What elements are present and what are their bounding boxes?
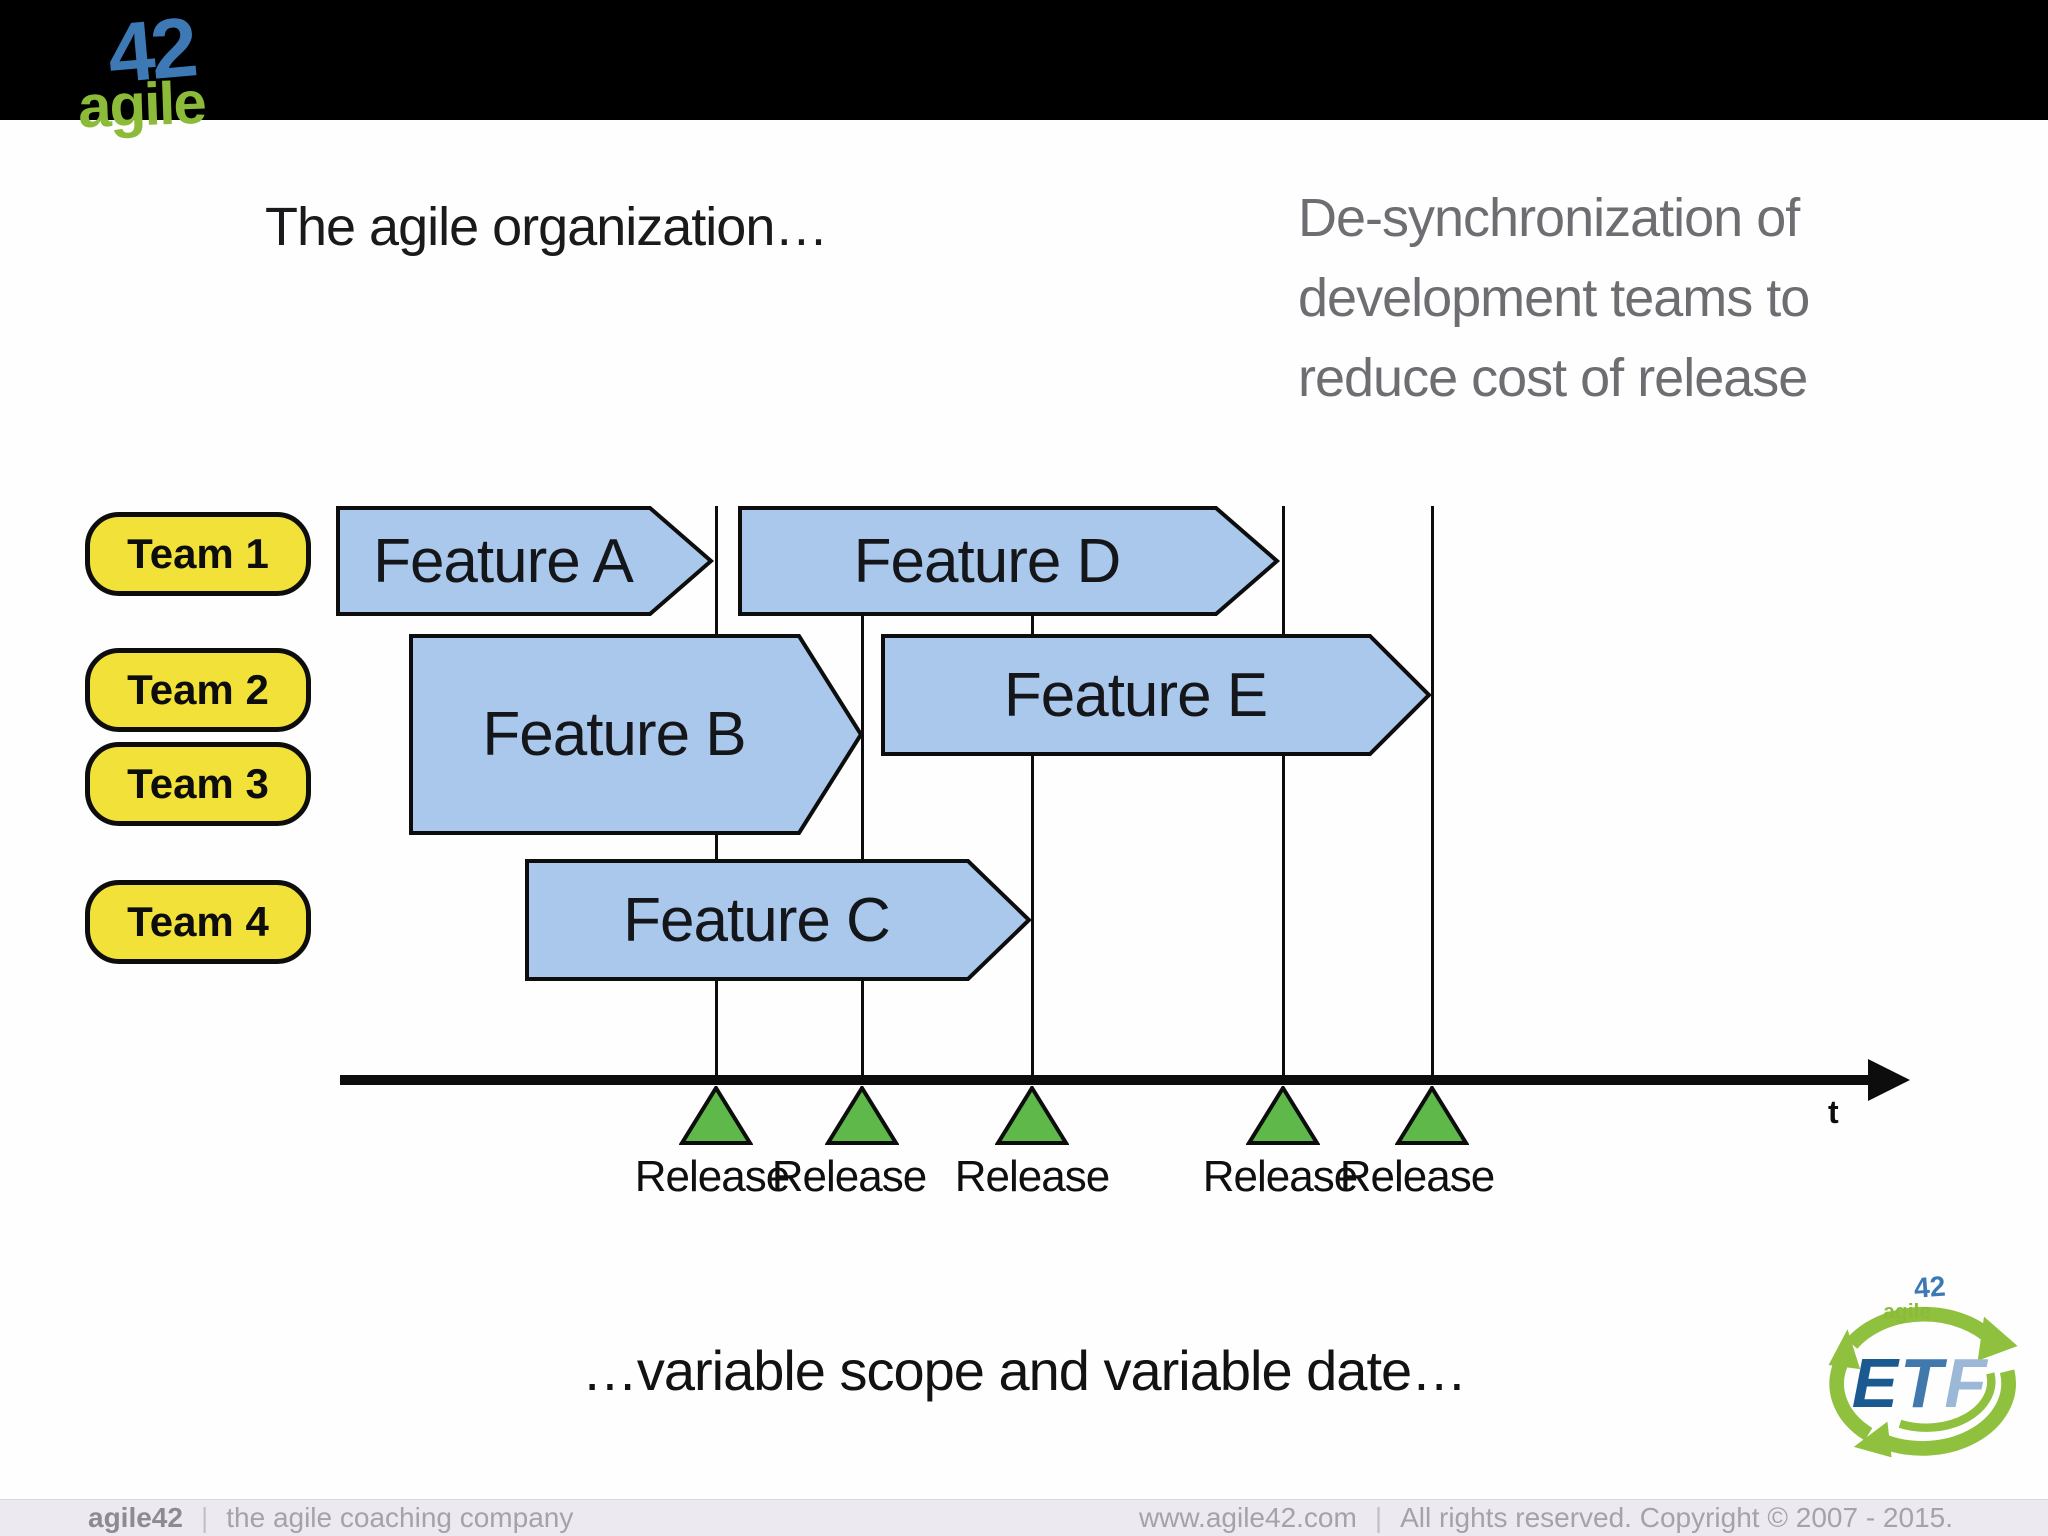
- agile42-logo: 42 agile: [76, 0, 240, 146]
- release-label-4: Release: [1202, 1152, 1358, 1201]
- footer-brand: agile42: [88, 1502, 183, 1533]
- feature-arrow-d: Feature D: [738, 505, 1281, 617]
- feature-arrow-shape: [738, 506, 1281, 616]
- footer-left: agile42 | the agile coaching company: [88, 1502, 573, 1534]
- release-triangle-icon: [995, 1086, 1069, 1145]
- release-triangle-icon: [1246, 1086, 1320, 1145]
- footer-right: www.agile42.com | All rights reserved. C…: [1139, 1502, 1953, 1534]
- feature-arrow-shape: [881, 634, 1432, 756]
- etf-logo: 42 agile ETF: [1828, 1271, 2018, 1458]
- etf-arrowhead-right-icon: [1977, 1316, 2018, 1361]
- release-triangle-icon: [679, 1086, 753, 1145]
- subtitle-heading: De-synchronization of development teams …: [1298, 178, 1998, 418]
- feature-arrow-shape: [409, 634, 864, 835]
- timeline-axis: [340, 1075, 1877, 1085]
- etf-arrowhead-left-icon: [1828, 1329, 1861, 1370]
- feature-arrow-shape: [525, 859, 1032, 981]
- team-pill-1: Team 1: [85, 512, 311, 596]
- feature-arrow-a: Feature A: [336, 505, 715, 617]
- feature-label: Feature E: [1003, 660, 1268, 730]
- release-label-5: Release: [1339, 1152, 1495, 1201]
- team-pill-3: Team 3: [85, 742, 311, 826]
- feature-arrow-shape: [336, 506, 715, 616]
- release-label-3: Release: [954, 1152, 1110, 1201]
- subtitle-line: reduce cost of release: [1298, 348, 1808, 408]
- bottom-caption: …variable scope and variable date…: [581, 1339, 1467, 1402]
- footer-separator-2: |: [1374, 1502, 1383, 1533]
- release-label-2: Release: [771, 1152, 927, 1201]
- release-triangle-icon: [1395, 1086, 1469, 1145]
- release-line-5: [1431, 506, 1434, 1082]
- feature-arrow-c: Feature C: [525, 858, 1032, 982]
- release-line-4: [1282, 506, 1285, 1082]
- footer-website: www.agile42.com: [1138, 1502, 1357, 1533]
- top-black-bar: [0, 0, 2048, 120]
- subtitle-line: De-synchronization of: [1298, 188, 1800, 248]
- etf-arrow-top: [1846, 1306, 1998, 1349]
- team-label: Team 3: [127, 760, 269, 807]
- agile42-logo-agile: agile: [76, 68, 206, 141]
- etf-arrowhead-bottom-icon: [1853, 1421, 1892, 1458]
- etf-arrow-left: [1829, 1355, 1873, 1441]
- release-line-2: [861, 506, 864, 1082]
- feature-arrow-b: Feature B: [409, 633, 864, 836]
- timeline-arrowhead-icon: [1868, 1059, 1910, 1101]
- etf-mini-42: 42: [1913, 1271, 1947, 1305]
- etf-arrow-bottom-outer: [1876, 1369, 2016, 1456]
- team-label: Team 1: [127, 530, 269, 577]
- footer-tagline: the agile coaching company: [226, 1502, 574, 1533]
- etf-arrow-bottom-inner: [1898, 1372, 1996, 1432]
- feature-label: Feature A: [373, 526, 634, 596]
- team-label: Team 2: [127, 666, 269, 713]
- release-triangle-icon: [825, 1086, 899, 1145]
- team-pill-4: Team 4: [85, 880, 311, 964]
- etf-text: ETF: [1852, 1344, 1989, 1422]
- team-label: Team 4: [127, 898, 269, 945]
- footer-separator: |: [200, 1502, 209, 1533]
- feature-label: Feature D: [853, 526, 1122, 596]
- feature-arrow-e: Feature E: [881, 633, 1432, 757]
- page-title: The agile organization…: [265, 197, 828, 257]
- team-pill-2: Team 2: [85, 648, 311, 732]
- subtitle-line: development teams to: [1298, 268, 1810, 328]
- release-line-3: [1031, 506, 1034, 1082]
- feature-label: Feature B: [482, 700, 746, 769]
- etf-mini-agile: agile: [1883, 1301, 1931, 1324]
- timeline-axis-label: t: [1828, 1094, 1839, 1130]
- release-label-1: Release: [634, 1152, 790, 1201]
- footer-copyright: All rights reserved. Copyright © 2007 - …: [1400, 1502, 1953, 1533]
- footer-bar: agile42 | the agile coaching company www…: [0, 1499, 2048, 1536]
- feature-label: Feature C: [623, 885, 891, 955]
